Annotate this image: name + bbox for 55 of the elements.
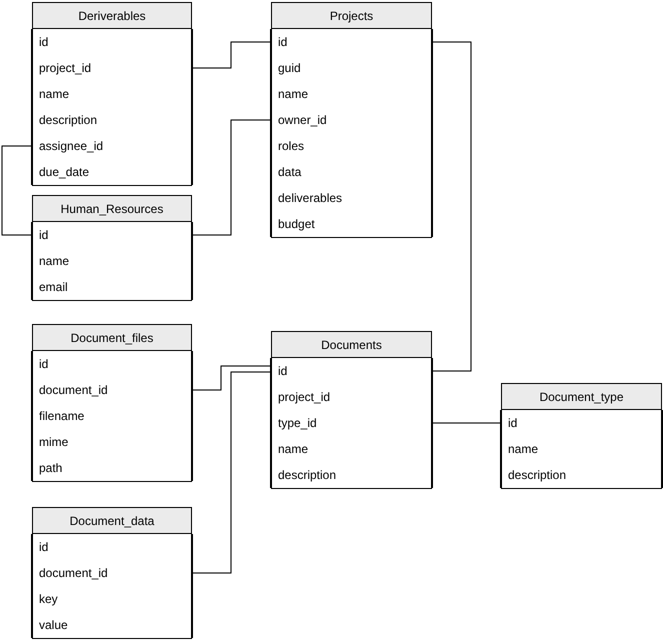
field-name: data bbox=[270, 159, 433, 185]
table-header: Projects bbox=[272, 3, 431, 29]
field-name: guid bbox=[270, 55, 433, 81]
field-name: owner_id bbox=[270, 107, 433, 133]
field-name: path bbox=[31, 455, 193, 481]
field-name: document_id bbox=[31, 560, 193, 586]
field-name: name bbox=[270, 81, 433, 107]
field-name: name bbox=[31, 81, 193, 107]
table-box bbox=[501, 383, 662, 489]
field-name: filename bbox=[31, 403, 193, 429]
table-header: Document_data bbox=[33, 508, 191, 534]
field-name: name bbox=[500, 436, 663, 462]
field-name: project_id bbox=[270, 384, 433, 410]
connector-line bbox=[192, 120, 270, 236]
field-name: id bbox=[31, 29, 193, 55]
table-box bbox=[271, 331, 432, 489]
table-header: Documents bbox=[272, 332, 431, 358]
field-name: id bbox=[31, 351, 193, 377]
field-name: budget bbox=[270, 211, 433, 237]
field-name: deliverables bbox=[270, 185, 433, 211]
connector-line bbox=[2, 146, 32, 236]
field-name: type_id bbox=[270, 410, 433, 436]
field-name: id bbox=[270, 358, 433, 384]
field-name: value bbox=[31, 612, 193, 638]
table-box bbox=[271, 2, 432, 238]
connector-line bbox=[432, 422, 500, 424]
connector-line bbox=[192, 366, 270, 390]
table-box bbox=[32, 507, 192, 639]
table-box bbox=[32, 324, 192, 482]
field-name: description bbox=[31, 107, 193, 133]
field-name: name bbox=[270, 436, 433, 462]
field-name: due_date bbox=[31, 159, 193, 185]
field-name: name bbox=[31, 248, 193, 274]
table-header: Document_type bbox=[502, 384, 661, 410]
table-header: Human_Resources bbox=[33, 196, 191, 222]
field-name: roles bbox=[270, 133, 433, 159]
field-name: project_id bbox=[31, 55, 193, 81]
field-name: email bbox=[31, 274, 193, 300]
field-name: id bbox=[500, 410, 663, 436]
table-box bbox=[32, 2, 192, 186]
field-name: description bbox=[270, 462, 433, 488]
connector-line bbox=[192, 42, 270, 68]
table-box bbox=[32, 195, 192, 301]
field-name: key bbox=[31, 586, 193, 612]
field-name: id bbox=[31, 222, 193, 248]
field-name: id bbox=[270, 29, 433, 55]
connector-line bbox=[432, 42, 472, 372]
field-name: mime bbox=[31, 429, 193, 455]
connector-line bbox=[192, 372, 270, 574]
table-header: Deriverables bbox=[33, 3, 191, 29]
field-name: description bbox=[500, 462, 663, 488]
field-name: assignee_id bbox=[31, 133, 193, 159]
table-header: Document_files bbox=[33, 325, 191, 351]
field-name: id bbox=[31, 534, 193, 560]
field-name: document_id bbox=[31, 377, 193, 403]
